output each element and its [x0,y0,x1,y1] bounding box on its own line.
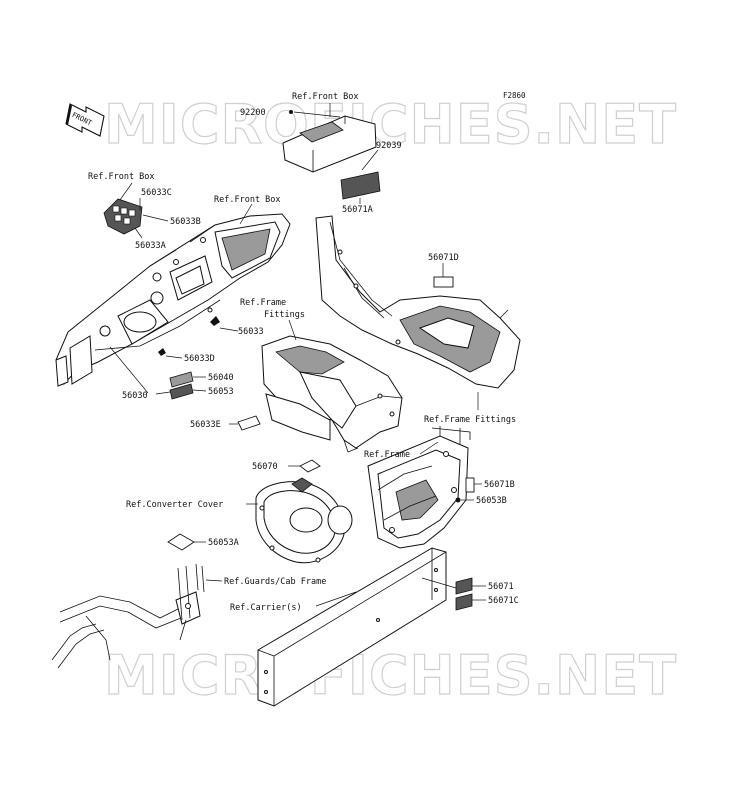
decal-56071A [340,171,381,200]
clip-56033D [158,348,166,356]
clip-56033 [210,316,220,326]
label-ref-frame: Ref.Frame [364,450,410,460]
guards-cab-frame [51,563,205,669]
label-56040: 56040 [208,373,234,383]
label-56071A: 56071A [342,205,373,215]
label-56033A: 56033A [135,241,166,251]
label-ref-front-box-top: Ref.Front Box [292,92,359,102]
label-56053: 56053 [208,387,234,397]
converter-cover [255,477,353,564]
label-56033: 56033 [238,327,264,337]
label-ref-frame-fittings-right: Ref.Frame Fittings [424,415,516,425]
front-box-lid [282,115,377,173]
side-panel-right [315,215,521,389]
label-92200: 92200 [240,108,266,118]
decal-56071B [465,477,475,493]
label-ref-guards-cab-frame: Ref.Guards/Cab Frame [224,577,326,587]
bolt-92200 [289,110,293,114]
watermark-top: MICROFICHES.NET [104,93,677,156]
decal-56053A [167,533,195,551]
decal-56071C [455,593,473,611]
watermark-bottom: MICROFICHES.NET [104,644,677,707]
label-ref-front-box-mid: Ref.Front Box [214,195,281,205]
label-ref-frame-fittings-mid-line1: Ref.Frame [240,298,286,308]
label-56033E: 56033E [190,420,221,430]
label-56033B: 56033B [170,217,201,227]
label-56070: 56070 [252,462,278,472]
label-ref-carriers: Ref.Carrier(s) [230,603,302,613]
dash-panel [55,213,291,387]
label-56033C: 56033C [141,188,172,198]
figure-code: F2860 [503,91,526,100]
decal-56071D [433,276,454,288]
label-56071: 56071 [488,582,514,592]
decal-56053 [169,383,194,400]
front-arrow-icon: FRONT [65,103,105,137]
carrier-rail [257,547,447,707]
label-56033D: 56033D [184,354,215,364]
label-56071C: 56071C [488,596,519,606]
decal-56071 [455,577,473,595]
decal-56040 [169,371,194,388]
decal-56033E [237,415,261,431]
inner-panel-center [261,335,403,453]
label-56071D: 56071D [428,253,459,263]
label-56071B: 56071B [484,480,515,490]
switch-cluster [103,198,143,235]
label-ref-frame-fittings-mid-line2: Fittings [264,310,305,320]
bolt-56053B [455,497,461,503]
label-ref-converter-cover: Ref.Converter Cover [126,500,223,510]
label-92039: 92039 [376,141,402,151]
label-56053A: 56053A [208,538,239,548]
label-56030: 56030 [122,391,148,401]
frame-structure [367,426,471,549]
label-ref-front-box-left: Ref.Front Box [88,172,155,182]
label-56053B: 56053B [476,496,507,506]
decal-56070 [299,459,321,473]
